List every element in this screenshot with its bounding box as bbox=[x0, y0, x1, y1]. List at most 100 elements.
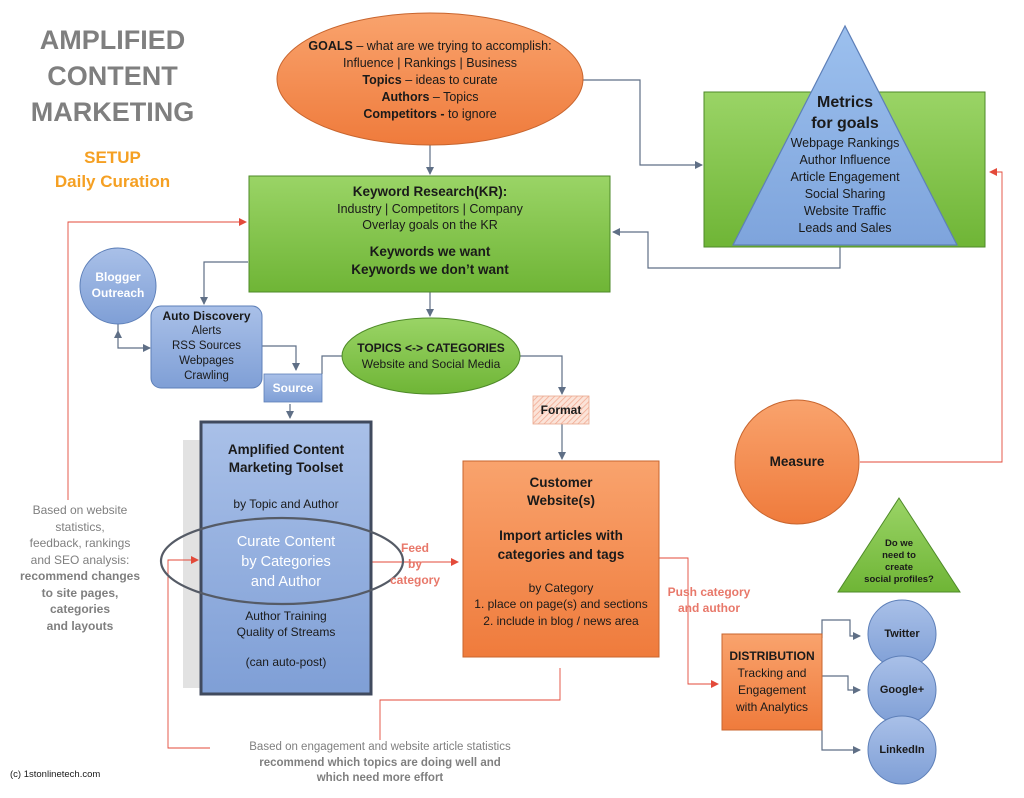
goals-text: GOALS – what are we trying to accomplish… bbox=[290, 38, 570, 123]
feed-line-3: category bbox=[389, 573, 441, 587]
blogger-circle bbox=[79, 247, 157, 325]
auto-title: Auto Discovery bbox=[162, 309, 251, 323]
main-title: AMPLIFIED CONTENT MARKETING bbox=[10, 22, 215, 130]
metrics-item: Author Influence bbox=[799, 153, 891, 167]
push-line-1: Push category bbox=[667, 585, 751, 599]
topics-title: TOPICS <-> CATEGORIES bbox=[357, 341, 505, 355]
arrow-topics-to-format bbox=[520, 355, 566, 395]
format-box bbox=[532, 395, 590, 425]
website-box bbox=[462, 460, 660, 658]
push-label: Push category and author bbox=[664, 584, 754, 616]
toolset-title-1: Amplified Content bbox=[227, 442, 345, 457]
push-line-2: and author bbox=[678, 601, 740, 615]
measure-circle bbox=[734, 399, 860, 525]
google-label: Google+ bbox=[879, 684, 925, 696]
website-title-2: Website(s) bbox=[526, 493, 595, 508]
goals-competitors-label: Competitors - bbox=[363, 107, 445, 121]
goals-topics-rest: – ideas to curate bbox=[401, 73, 498, 87]
toolset-text: Amplified Content Marketing Toolset by T… bbox=[203, 441, 369, 526]
arrow-goals-to-metrics bbox=[583, 79, 703, 169]
left-note-line: and SEO analysis: bbox=[30, 552, 130, 567]
bottom-note-line-3: which need more effort bbox=[316, 772, 444, 784]
social-question-triangle bbox=[837, 497, 961, 593]
keyword-text: Keyword Research(KR): Industry | Competi… bbox=[250, 183, 610, 279]
goals-lead: GOALS bbox=[308, 39, 353, 53]
goals-topics-label: Topics bbox=[362, 73, 402, 87]
website-bycat: by Category bbox=[528, 581, 594, 595]
keyword-line-2: Industry | Competitors | Company bbox=[337, 202, 523, 216]
twitter-label: Twitter bbox=[884, 628, 920, 640]
bottom-note-line-1: Based on engagement and website article … bbox=[210, 740, 550, 756]
feedback-lines bbox=[67, 168, 1003, 749]
website-title-1: Customer bbox=[529, 475, 593, 490]
left-note-line: and layouts bbox=[46, 618, 114, 633]
metrics-title-1: Metrics bbox=[816, 94, 874, 111]
feedback-push bbox=[659, 557, 719, 688]
arrow-auto-to-source bbox=[262, 345, 300, 371]
metrics-item: Website Traffic bbox=[803, 204, 887, 218]
feed-label: Feed by category bbox=[384, 540, 446, 588]
source-label: Source bbox=[272, 381, 314, 395]
keyword-box bbox=[248, 175, 611, 293]
arrow-metrics-to-kr bbox=[612, 228, 841, 269]
bottom-note-line-2: recommend which topics are doing well an… bbox=[259, 756, 501, 769]
distribution-box bbox=[721, 633, 823, 731]
arrow-kr-to-auto bbox=[200, 261, 248, 305]
linkedin-circle bbox=[867, 715, 937, 785]
title-line-2: CONTENT bbox=[47, 61, 178, 91]
website-import-2: categories and tags bbox=[497, 547, 625, 562]
website-step-1: 1. place on page(s) and sections bbox=[474, 597, 648, 611]
social-q-line-4: social profiles? bbox=[864, 574, 934, 585]
metrics-item: Webpage Rankings bbox=[790, 136, 900, 150]
toolset-curate-3: and Author bbox=[250, 574, 322, 590]
keywords-dont-want: Keywords we don’t want bbox=[351, 262, 509, 277]
auto-item: Alerts bbox=[191, 325, 222, 337]
goals-authors-label: Authors bbox=[381, 90, 430, 104]
goals-competitors-rest: to ignore bbox=[444, 107, 497, 121]
measure-label: Measure bbox=[769, 454, 825, 469]
metrics-item: Article Engagement bbox=[790, 170, 900, 184]
arrow-blogger-to-auto bbox=[117, 322, 151, 352]
distribution-line-3: Engagement bbox=[737, 683, 807, 697]
goals-ellipse bbox=[276, 12, 584, 146]
social-q-line-2: need to bbox=[882, 550, 916, 561]
toolset-curate: Curate Content by Categories and Author bbox=[203, 532, 369, 592]
distribution-title: DISTRIBUTION bbox=[729, 649, 815, 663]
distribution-line-4: with Analytics bbox=[735, 700, 809, 714]
arrow-auto-to-blogger bbox=[114, 330, 122, 338]
toolset-curate-2: by Categories bbox=[241, 554, 331, 570]
topics-ellipse bbox=[341, 317, 521, 395]
blogger-line-1: Blogger bbox=[95, 270, 141, 284]
toolset-autopost: (can auto-post) bbox=[245, 655, 327, 669]
left-note-line: categories bbox=[49, 602, 111, 616]
curate-ellipse bbox=[159, 516, 405, 606]
arrow-topics-to-source bbox=[321, 355, 342, 374]
keywords-want: Keywords we want bbox=[369, 244, 491, 259]
auto-item: Webpages bbox=[179, 355, 234, 367]
left-note: Based on website statistics, feedback, r… bbox=[10, 502, 150, 634]
metrics-item: Leads and Sales bbox=[798, 221, 892, 235]
arrow-dist-to-twitter bbox=[821, 619, 861, 640]
auto-text: Auto Discovery Alerts RSS Sources Webpag… bbox=[151, 309, 262, 384]
feedback-left-to-kr bbox=[67, 218, 247, 500]
metrics-text: Metrics for goals Webpage Rankings Autho… bbox=[745, 92, 945, 237]
distribution-text: DISTRIBUTION Tracking and Engagement wit… bbox=[722, 648, 822, 716]
title-line-1: AMPLIFIED bbox=[39, 25, 186, 55]
auto-box bbox=[150, 305, 263, 389]
toolset-training-line: Author Training bbox=[245, 609, 327, 623]
topics-text: TOPICS <-> CATEGORIES Website and Social… bbox=[345, 340, 517, 373]
social-question-text: Do we need to create social profiles? bbox=[854, 538, 944, 586]
linkedin-label: LinkedIn bbox=[879, 744, 925, 756]
arrow-dist-to-google bbox=[822, 675, 861, 694]
keyword-title: Keyword Research(KR): bbox=[352, 184, 508, 199]
auto-item: RSS Sources bbox=[171, 340, 242, 352]
website-text: Customer Website(s) Import articles with… bbox=[463, 474, 659, 630]
topics-sub: Website and Social Media bbox=[361, 357, 501, 371]
arrow-dist-to-linkedin bbox=[821, 730, 861, 754]
toolset-by: by Topic and Author bbox=[233, 497, 339, 511]
metrics-item: Social Sharing bbox=[804, 187, 886, 201]
goals-lead-rest: – what are we trying to accomplish: bbox=[352, 39, 552, 53]
copyright: (c) 1stonlinetech.com bbox=[10, 769, 101, 780]
social-q-line-3: create bbox=[885, 562, 913, 573]
website-step-2: 2. include in blog / news area bbox=[483, 614, 639, 628]
